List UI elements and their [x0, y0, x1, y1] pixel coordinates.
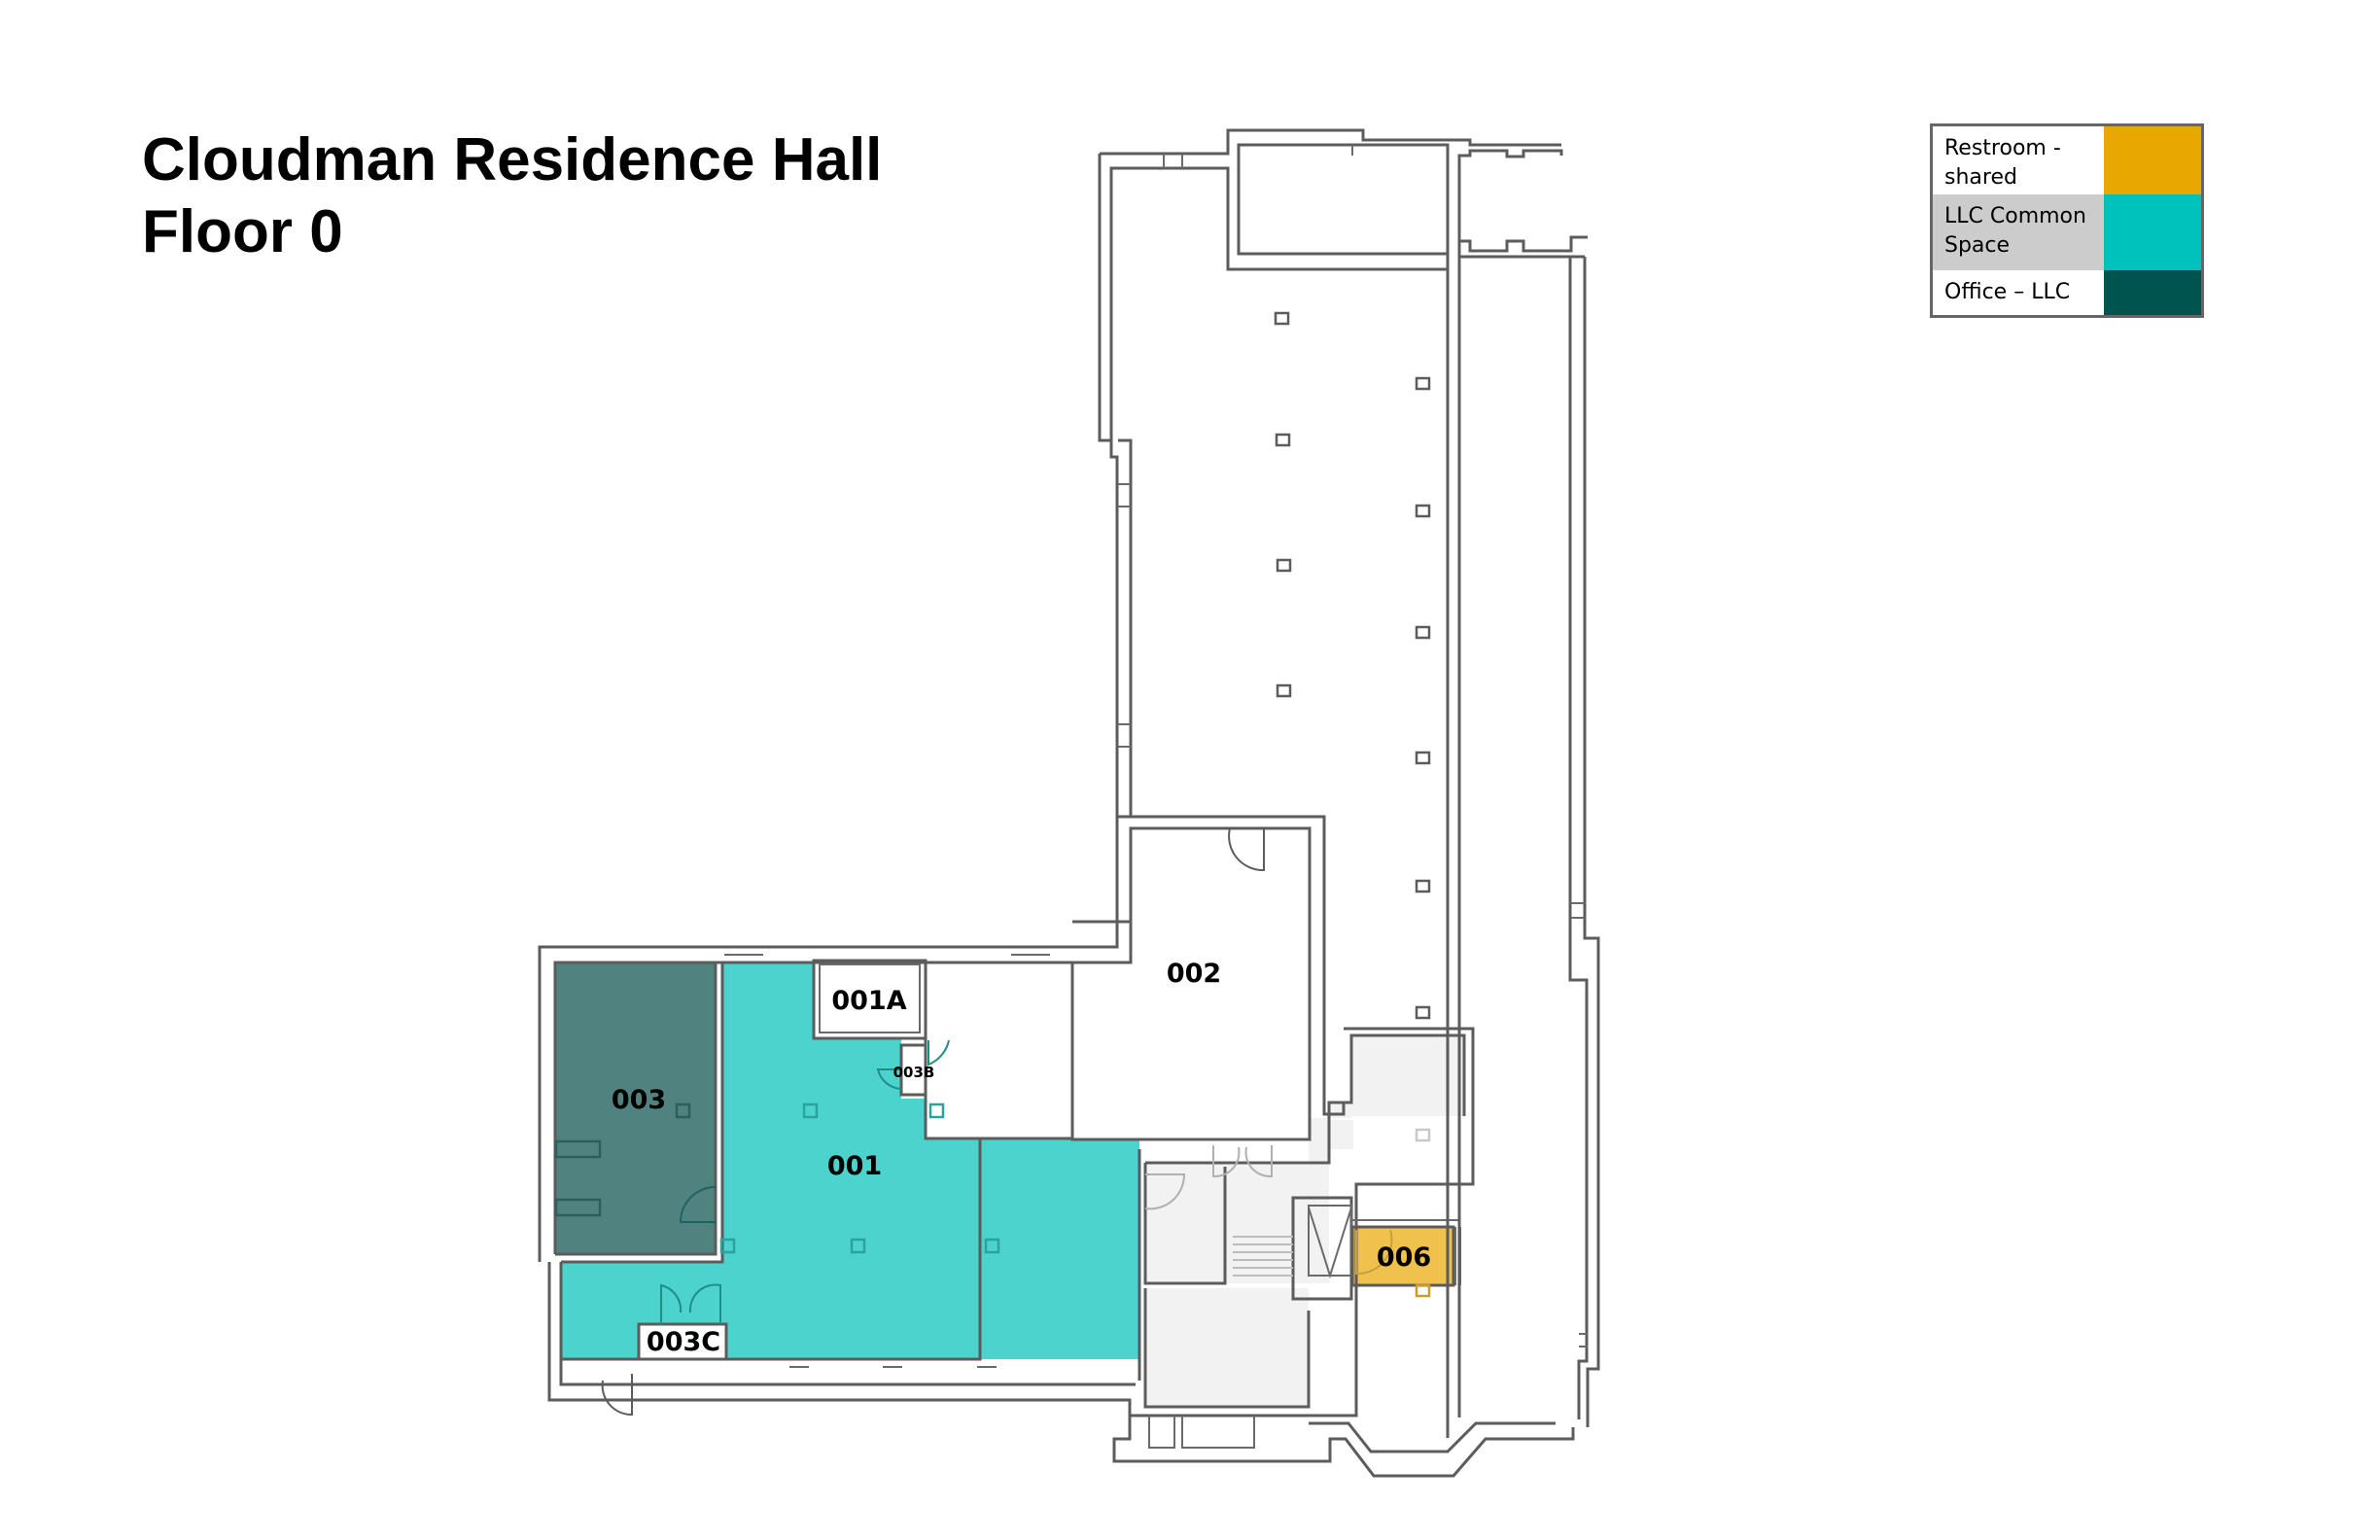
room-003b-label: 003B	[893, 1064, 935, 1081]
floor-name: Floor 0	[142, 198, 343, 265]
building-name: Cloudman Residence Hall	[142, 126, 883, 193]
legend-swatch-restroom	[2104, 126, 2201, 194]
room-001a-label: 001A	[831, 986, 906, 1016]
stair-hall-upper	[1145, 1163, 1329, 1283]
legend-swatch-llc-common	[2104, 194, 2201, 270]
room-labels: 001 001A 002 003 003B 003C 006	[612, 959, 1431, 1357]
legend: Restroom - shared LLC Common Space Offic…	[1930, 123, 2204, 318]
page-title: Cloudman Residence Hall Floor 0	[142, 124, 882, 268]
stair-hall-area	[1145, 1035, 1464, 1165]
legend-label: Restroom - shared	[1944, 136, 2061, 190]
legend-item-office: Office – LLC	[1933, 270, 2201, 315]
corridor-right	[1329, 1120, 1353, 1149]
legend-label: LLC Common Space	[1944, 204, 2086, 258]
legend-item-restroom: Restroom - shared	[1933, 126, 2201, 194]
room-006-area[interactable]	[1352, 1227, 1453, 1285]
room-001-label: 001	[827, 1151, 882, 1181]
walls	[538, 128, 1600, 1478]
room-001-area[interactable]	[561, 962, 1139, 1359]
stair-hall-lower	[1145, 1288, 1309, 1407]
room-006-label: 006	[1377, 1242, 1431, 1273]
doors	[601, 827, 1393, 1417]
room-002-label: 002	[1167, 959, 1221, 989]
room-003-label: 003	[612, 1085, 666, 1115]
columns	[554, 311, 1431, 1298]
legend-item-llc-common: LLC Common Space	[1933, 194, 2201, 270]
room-fills	[555, 962, 1464, 1407]
legend-label: Office – LLC	[1944, 280, 2071, 304]
legend-swatch-office	[2104, 270, 2201, 315]
room-003c-label: 003C	[647, 1327, 720, 1357]
